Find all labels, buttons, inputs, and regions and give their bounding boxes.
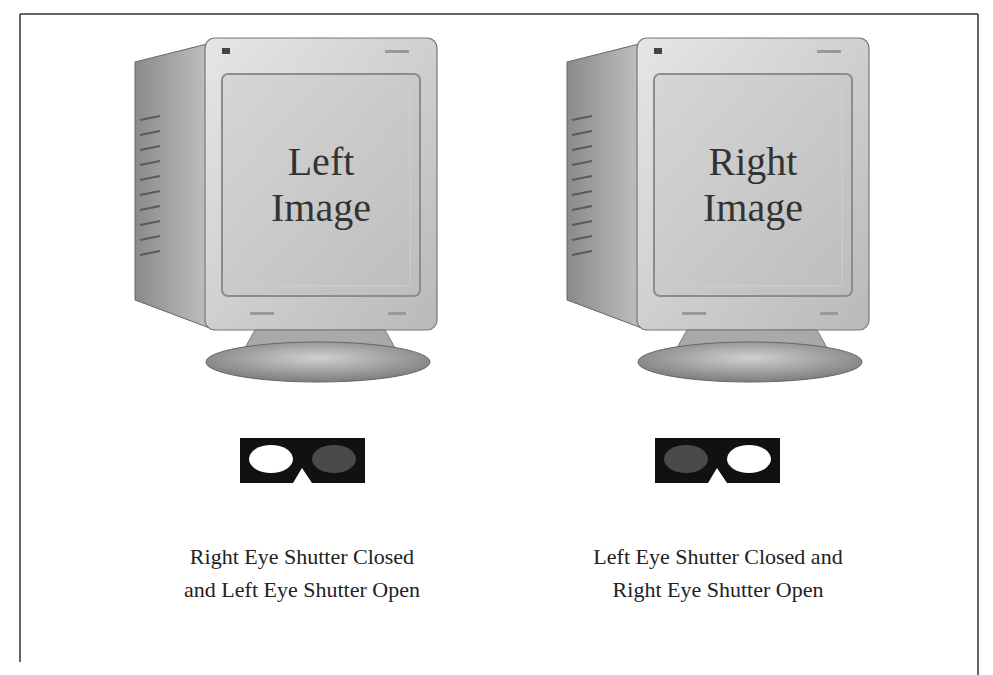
frame-line [977, 14, 979, 675]
frame-line [19, 14, 21, 662]
caption: Right Eye Shutter Closed and Left Eye Sh… [183, 540, 421, 606]
shutter-glasses [655, 438, 780, 483]
frame-line [20, 13, 978, 15]
caption: Left Eye Shutter Closed and Right Eye Sh… [593, 540, 844, 606]
screen-text: Right Image [703, 139, 803, 231]
monitor-screen: Right Image [654, 74, 852, 296]
monitor-screen: Left Image [222, 74, 420, 296]
screen-text: Left Image [271, 139, 371, 231]
crt-monitor [135, 38, 437, 382]
shutter-glasses [240, 438, 365, 483]
crt-monitor [567, 38, 869, 382]
